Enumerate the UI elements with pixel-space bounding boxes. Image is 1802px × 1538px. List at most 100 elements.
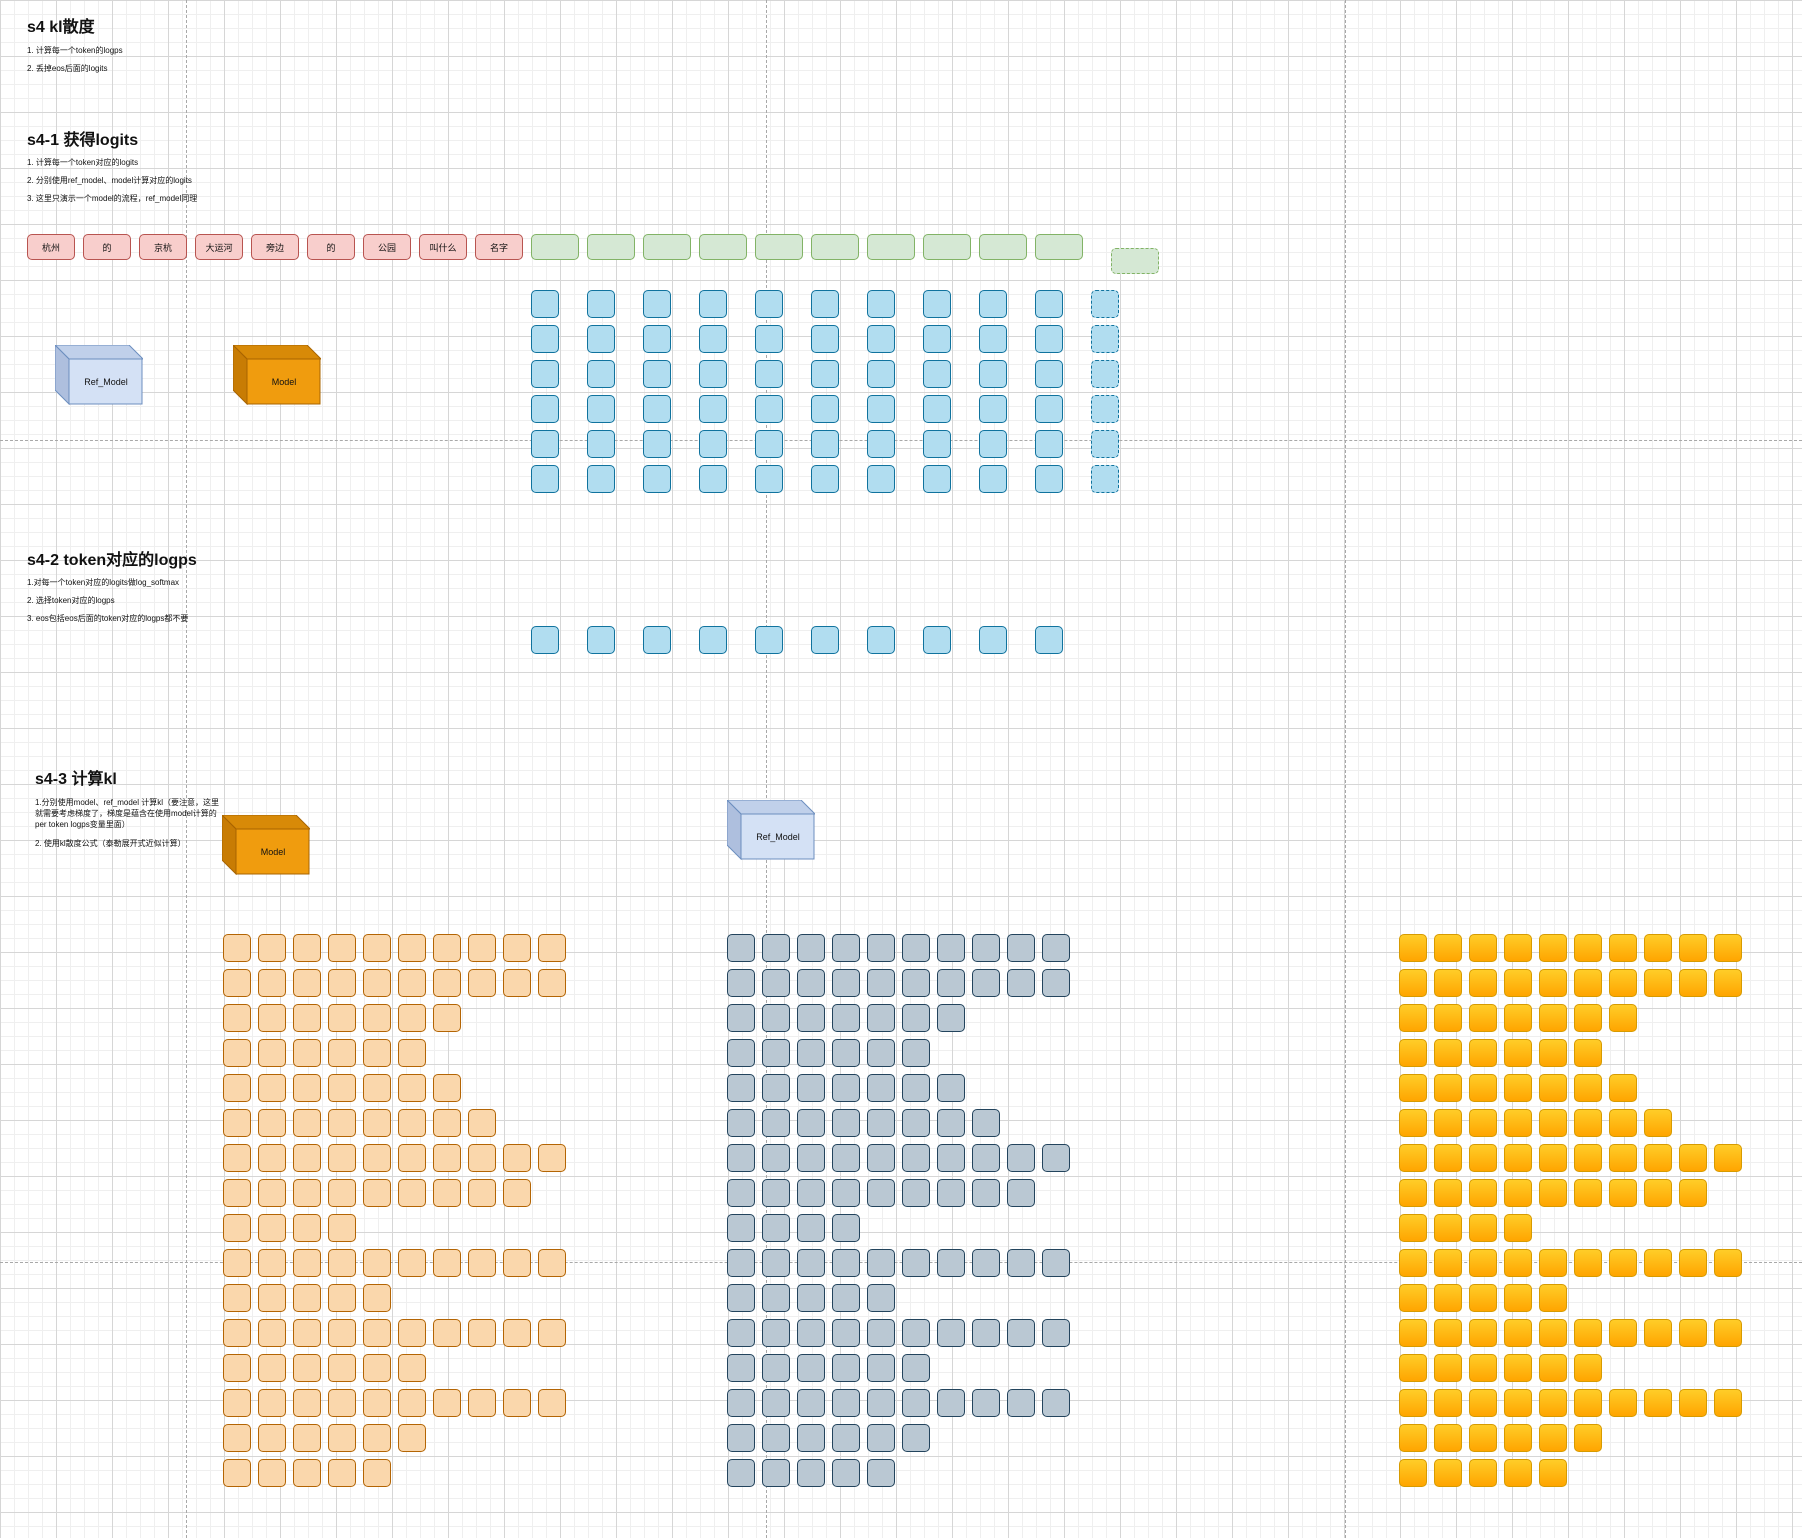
model-logp-cell (223, 1389, 251, 1417)
model-logp-cell (223, 1074, 251, 1102)
model-logp-cell (258, 934, 286, 962)
model-logp-cell (433, 1249, 461, 1277)
model-logp-cell (328, 1319, 356, 1347)
model-logp-cell (363, 1319, 391, 1347)
ref-logp-cell (797, 934, 825, 962)
ref-model-cube[interactable]: Ref_Model (55, 345, 143, 405)
kl-cell (1504, 1424, 1532, 1452)
kl-cell (1434, 1424, 1462, 1452)
ref-logp-cell (797, 1284, 825, 1312)
model-logp-cell (503, 934, 531, 962)
kl-cell (1399, 1459, 1427, 1487)
model-logp-cell (223, 1109, 251, 1137)
logit-cell (979, 395, 1007, 423)
note-line: 2. 丢掉eos后面的logits (27, 64, 108, 73)
generated-token-box (1035, 234, 1083, 260)
model-cube-kl[interactable]: Model (222, 815, 310, 875)
logit-cell (643, 465, 671, 493)
model-logp-cell (258, 1109, 286, 1137)
kl-cell (1469, 934, 1497, 962)
section-notes-s4: 1. 计算每一个token的logps 2. 丢掉eos后面的logits (27, 45, 123, 81)
model-logp-cell (398, 1109, 426, 1137)
eos-token-box (1111, 248, 1159, 274)
kl-cell (1574, 1319, 1602, 1347)
ref-logp-cell (762, 1354, 790, 1382)
ref-logp-cell (972, 1389, 1000, 1417)
model-logp-cell (293, 1074, 321, 1102)
ref-logp-cell (1007, 1144, 1035, 1172)
logp-cell (531, 626, 559, 654)
logit-cell (587, 290, 615, 318)
ref-logp-cell (727, 1459, 755, 1487)
dropped-logit-cell (1091, 465, 1119, 493)
model-logp-cell (363, 1249, 391, 1277)
ref-logp-cell (1007, 1249, 1035, 1277)
ref-model-cube-kl[interactable]: Ref_Model (727, 800, 815, 860)
generated-token-box (867, 234, 915, 260)
model-cube[interactable]: Model (233, 345, 321, 405)
kl-cell (1679, 1144, 1707, 1172)
page-guide-vertical (186, 0, 187, 1538)
logit-cell (811, 325, 839, 353)
kl-cell (1504, 1459, 1532, 1487)
model-logp-cell (363, 1424, 391, 1452)
model-logp-cell (328, 1144, 356, 1172)
ref-logp-cell (867, 1039, 895, 1067)
model-logp-cell (258, 1144, 286, 1172)
kl-cell (1469, 1144, 1497, 1172)
model-logp-cell (538, 1319, 566, 1347)
kl-cell (1714, 1389, 1742, 1417)
kl-cell (1469, 1424, 1497, 1452)
ref-logp-cell (832, 1109, 860, 1137)
kl-cell (1714, 1249, 1742, 1277)
generated-token-box (587, 234, 635, 260)
kl-cell (1644, 1319, 1672, 1347)
ref-logp-cell (797, 1144, 825, 1172)
logit-cell (923, 465, 951, 493)
model-logp-cell (258, 1459, 286, 1487)
kl-cell (1574, 1074, 1602, 1102)
kl-cell (1434, 934, 1462, 962)
logit-cell (867, 395, 895, 423)
note-line: 3. eos包括eos后面的token对应的logps都不要 (27, 614, 189, 623)
page-guide-horizontal (0, 440, 1802, 441)
model-logp-cell (328, 1424, 356, 1452)
ref-logp-cell (727, 1004, 755, 1032)
kl-cell (1644, 1179, 1672, 1207)
logit-cell (587, 395, 615, 423)
ref-logp-cell (867, 934, 895, 962)
kl-cell (1434, 1039, 1462, 1067)
generated-token-box (699, 234, 747, 260)
kl-cell (1609, 1249, 1637, 1277)
kl-cell (1504, 1074, 1532, 1102)
model-logp-cell (258, 1074, 286, 1102)
logit-cell (755, 465, 783, 493)
logit-cell (867, 465, 895, 493)
ref-logp-cell (867, 1144, 895, 1172)
logit-cell (755, 430, 783, 458)
logit-cell (811, 395, 839, 423)
kl-cell (1469, 1284, 1497, 1312)
logit-cell (531, 395, 559, 423)
model-logp-cell (398, 934, 426, 962)
ref-logp-cell (762, 1424, 790, 1452)
ref-logp-cell (1042, 1319, 1070, 1347)
kl-cell (1399, 1389, 1427, 1417)
ref-logp-cell (797, 1249, 825, 1277)
model-logp-cell (398, 1424, 426, 1452)
model-logp-cell (328, 969, 356, 997)
ref-logp-cell (832, 1214, 860, 1242)
generated-token-box (643, 234, 691, 260)
model-logp-cell (433, 969, 461, 997)
ref-logp-cell (832, 1179, 860, 1207)
logit-cell (867, 325, 895, 353)
model-logp-cell (293, 1424, 321, 1452)
kl-cell (1504, 1214, 1532, 1242)
note-line: 2. 选择token对应的logps (27, 596, 115, 605)
logit-cell (699, 325, 727, 353)
logit-cell (979, 430, 1007, 458)
model-logp-cell (223, 1424, 251, 1452)
ref-logp-cell (902, 1004, 930, 1032)
logp-cell (755, 626, 783, 654)
logp-cell (811, 626, 839, 654)
